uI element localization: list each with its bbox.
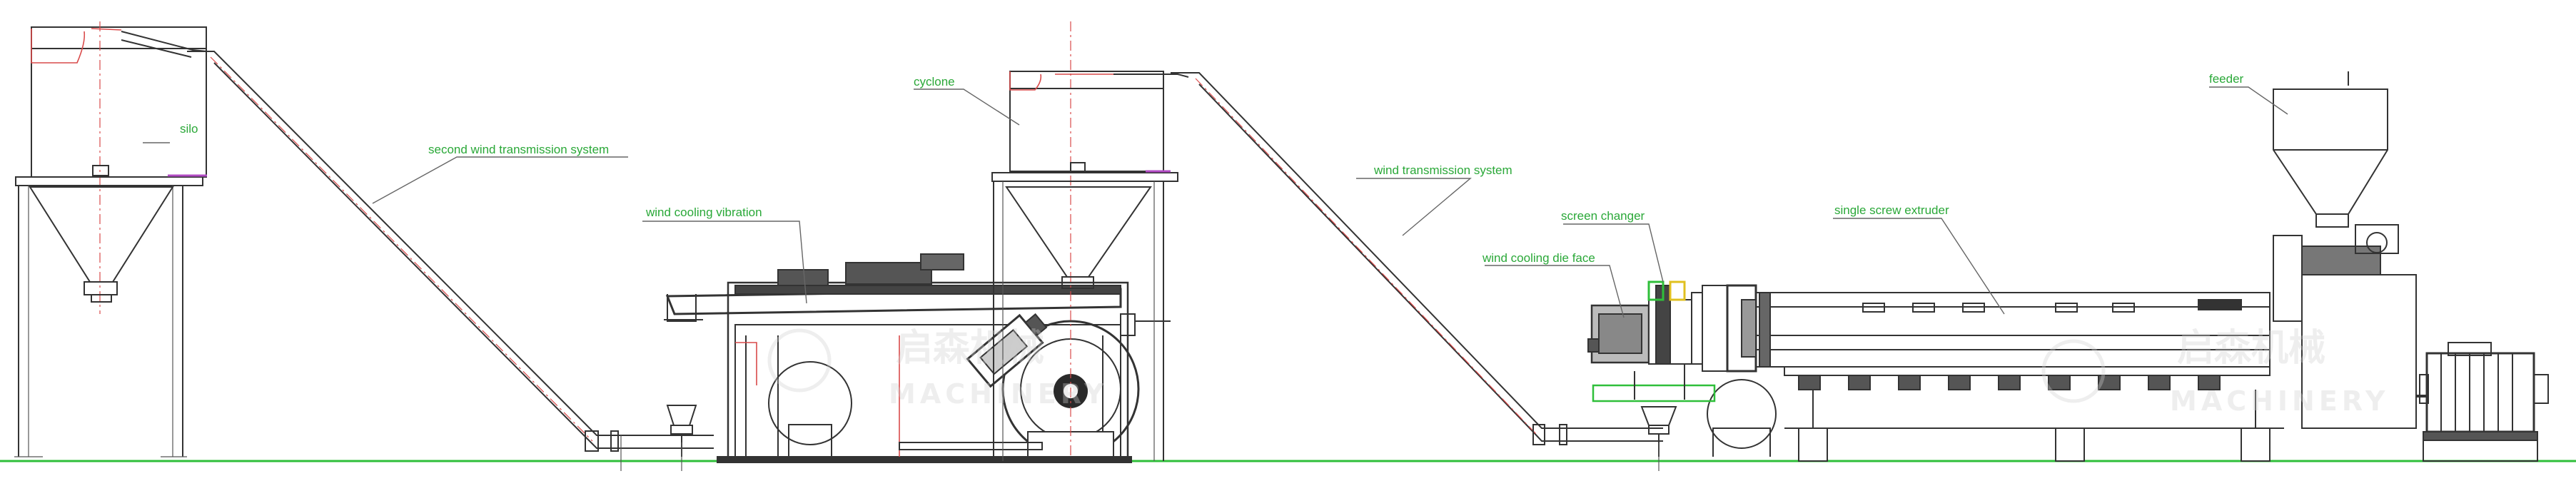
single-screw-extruder	[1726, 71, 2549, 462]
label-wind-transmission: wind transmission system	[1373, 163, 1512, 177]
drive-motor	[2419, 342, 2549, 462]
wind-cooling-vibration-screen	[664, 21, 1171, 463]
label-feeder: feeder	[2209, 72, 2244, 86]
label-wind-cooling-die-face: wind cooling die face	[1482, 251, 1595, 265]
label-second-wind-transmission: second wind transmission system	[428, 143, 609, 156]
label-cyclone: cyclone	[914, 75, 955, 88]
watermark-2: 启森机械 MACHINERY	[2041, 327, 2390, 417]
watermark-en-2: MACHINERY	[2170, 385, 2390, 417]
watermark-1: 启森机械 MACHINERY	[767, 327, 1108, 410]
leader-lines	[143, 86, 2288, 318]
feeder-hopper	[2273, 71, 2388, 228]
cyclone	[991, 71, 1189, 461]
silo	[14, 21, 208, 457]
watermark-en-1: MACHINERY	[889, 378, 1108, 410]
watermark-cn-2: 启森机械	[2177, 327, 2325, 370]
label-screen-changer: screen changer	[1561, 209, 1645, 223]
heater-bands	[1862, 299, 2242, 313]
label-single-screw-extruder: single screw extruder	[1834, 203, 1949, 217]
watermark-cn-1: 启森机械	[896, 327, 1044, 370]
label-silo: silo	[180, 122, 198, 136]
first-hopper	[666, 405, 697, 471]
second-wind-transmission-conveyor	[187, 51, 714, 471]
wind-transmission-conveyor	[1171, 72, 1663, 445]
extruder-supports	[1784, 366, 2271, 462]
label-wind-cooling-vibration: wind cooling vibration	[645, 206, 762, 219]
